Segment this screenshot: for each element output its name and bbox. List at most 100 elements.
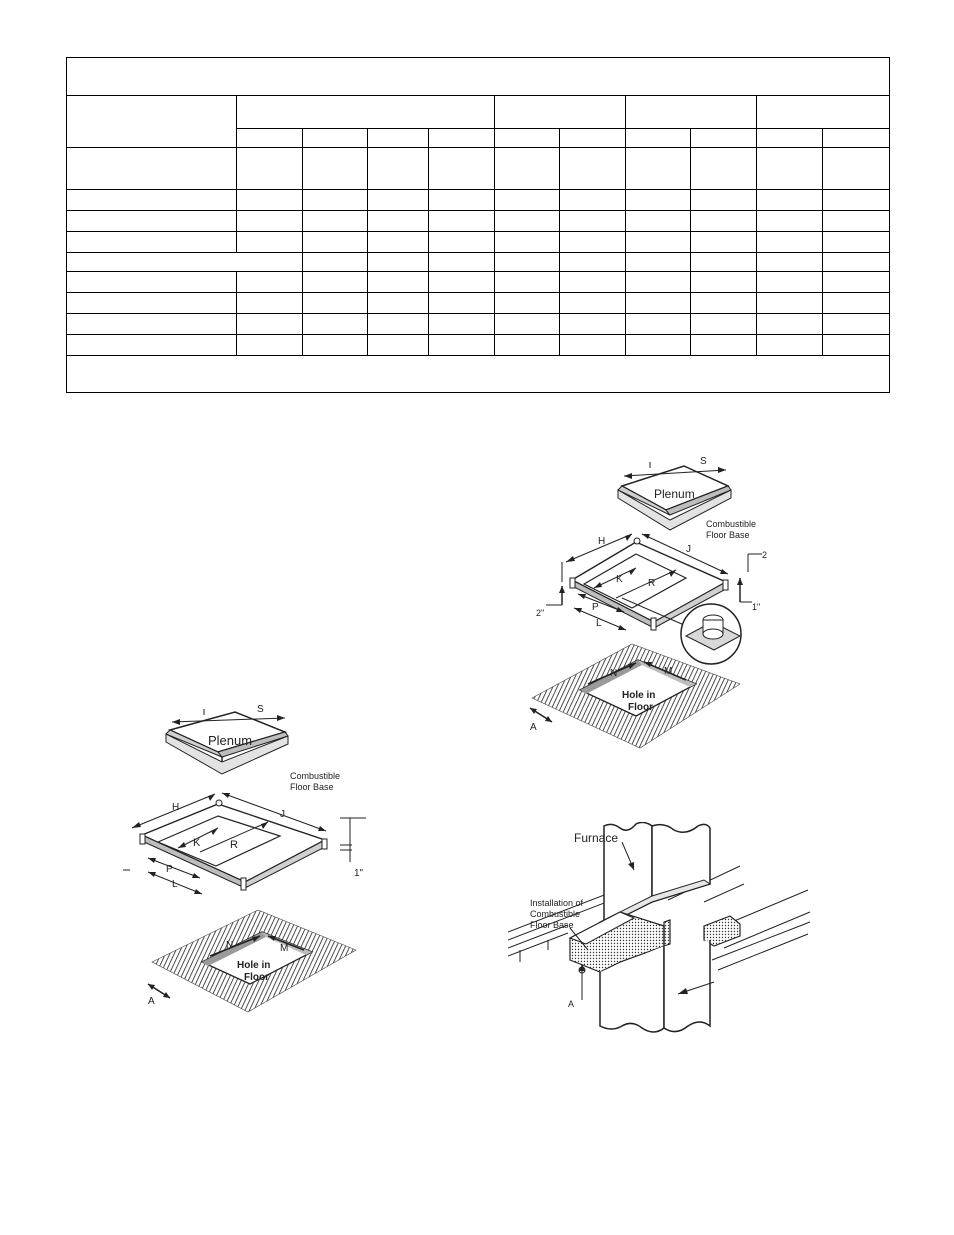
table-cell bbox=[756, 128, 823, 148]
table-cell bbox=[625, 147, 691, 190]
dim-label-m: M bbox=[280, 943, 288, 954]
table-cell bbox=[690, 252, 757, 272]
hole-label-line1: Hole in bbox=[622, 690, 655, 701]
table-corner-cell bbox=[66, 95, 237, 148]
table-cell bbox=[236, 231, 303, 253]
table-cell bbox=[559, 313, 626, 335]
table-cell bbox=[367, 292, 429, 314]
dimension-m bbox=[267, 935, 305, 951]
table-cell bbox=[756, 231, 823, 253]
table-cell bbox=[494, 210, 560, 232]
hole-label-line2: Floor bbox=[244, 972, 269, 983]
table-cell bbox=[821, 147, 891, 190]
dim-label-h: H bbox=[598, 536, 605, 547]
dim-label-l: L bbox=[596, 618, 602, 629]
dim-label-r: R bbox=[230, 839, 238, 851]
dimension-a bbox=[529, 707, 553, 723]
table-cell bbox=[236, 128, 303, 148]
table-cell bbox=[756, 252, 823, 272]
dim-label-a: A bbox=[148, 996, 155, 1007]
table-cell bbox=[559, 271, 626, 293]
table-cell bbox=[428, 128, 495, 148]
floor-base-diagram-right: Plenum S Combustible Floor Base H J bbox=[529, 456, 767, 749]
dim-label-j: J bbox=[686, 544, 691, 555]
dimension-2in-left bbox=[546, 562, 565, 606]
hole-label-line2: Floor bbox=[628, 702, 653, 713]
table-cell bbox=[302, 210, 368, 232]
floor-hole bbox=[531, 643, 741, 749]
duct bbox=[599, 926, 711, 1033]
dimension-1in bbox=[340, 817, 366, 862]
table-cell bbox=[756, 147, 823, 190]
furnace-install-figure: Furnace Installation of Combustible Floo… bbox=[508, 822, 814, 1038]
table-cell bbox=[559, 334, 626, 356]
plenum-label: Plenum bbox=[654, 487, 695, 501]
table-cell bbox=[367, 252, 429, 272]
dim-label-l: L bbox=[172, 879, 178, 890]
table-row-header bbox=[66, 313, 237, 335]
table-cell bbox=[236, 313, 303, 335]
dim-label-2in: 2" bbox=[536, 608, 544, 618]
table-cell bbox=[236, 189, 303, 211]
table-cell bbox=[428, 292, 495, 314]
table-cell bbox=[625, 128, 691, 148]
table-cell bbox=[428, 252, 495, 272]
table-cell bbox=[821, 292, 891, 314]
table-title-cell bbox=[65, 57, 891, 96]
dimension-h bbox=[565, 533, 633, 563]
table-cell bbox=[821, 252, 891, 272]
table-cell bbox=[302, 271, 368, 293]
table-cell bbox=[428, 210, 495, 232]
table-cell bbox=[428, 334, 495, 356]
table-row-header bbox=[66, 189, 237, 211]
table-cell bbox=[494, 147, 560, 190]
hole-label-line1: Hole in bbox=[237, 960, 270, 971]
furnace-label: Furnace bbox=[574, 831, 618, 845]
table-cell bbox=[302, 189, 368, 211]
table-cell bbox=[302, 147, 368, 190]
dim-label-m: M bbox=[664, 666, 672, 677]
table-cell bbox=[367, 189, 429, 211]
table-cell bbox=[367, 271, 429, 293]
table-cell bbox=[236, 271, 303, 293]
plenum-label: Plenum bbox=[208, 733, 252, 748]
table-cell bbox=[690, 210, 757, 232]
dimension-k bbox=[593, 567, 637, 589]
table-row-header bbox=[66, 147, 237, 190]
furnace-install-diagram: Furnace Installation of Combustible Floo… bbox=[508, 822, 811, 1033]
table-cell bbox=[428, 147, 495, 190]
table-group-header bbox=[755, 95, 891, 129]
table-row bbox=[66, 189, 891, 211]
dimension-s bbox=[171, 709, 286, 725]
table-cell bbox=[494, 189, 560, 211]
table-cell bbox=[367, 147, 429, 190]
dim-label-a: A bbox=[530, 722, 537, 733]
dim-label-r: R bbox=[648, 578, 655, 589]
dimension-k bbox=[177, 827, 219, 849]
base-label-line1: Combustible bbox=[290, 771, 340, 781]
table-cell bbox=[559, 292, 626, 314]
plenum bbox=[617, 465, 732, 531]
table-cell bbox=[821, 313, 891, 335]
table-subheader-row bbox=[67, 128, 891, 148]
table-row bbox=[66, 231, 891, 253]
table-cell bbox=[494, 334, 560, 356]
dim-label-n: N bbox=[610, 668, 617, 679]
table-cell bbox=[756, 189, 823, 211]
table-cell bbox=[625, 271, 691, 293]
table-cell bbox=[821, 128, 891, 148]
dim-label-1in: 1" bbox=[354, 868, 364, 879]
dimension-r bbox=[199, 821, 269, 853]
table-row bbox=[66, 252, 891, 272]
table-cell bbox=[428, 231, 495, 253]
table-cell bbox=[690, 271, 757, 293]
table-cell bbox=[367, 334, 429, 356]
table-group-header bbox=[625, 95, 757, 129]
table-cell bbox=[690, 292, 757, 314]
table-row-header bbox=[66, 271, 237, 293]
dim-label-k: K bbox=[616, 574, 623, 585]
furnace-leader-arrow bbox=[628, 862, 634, 870]
table-cell bbox=[428, 313, 495, 335]
furnace bbox=[599, 822, 712, 928]
table-cell bbox=[302, 252, 368, 272]
